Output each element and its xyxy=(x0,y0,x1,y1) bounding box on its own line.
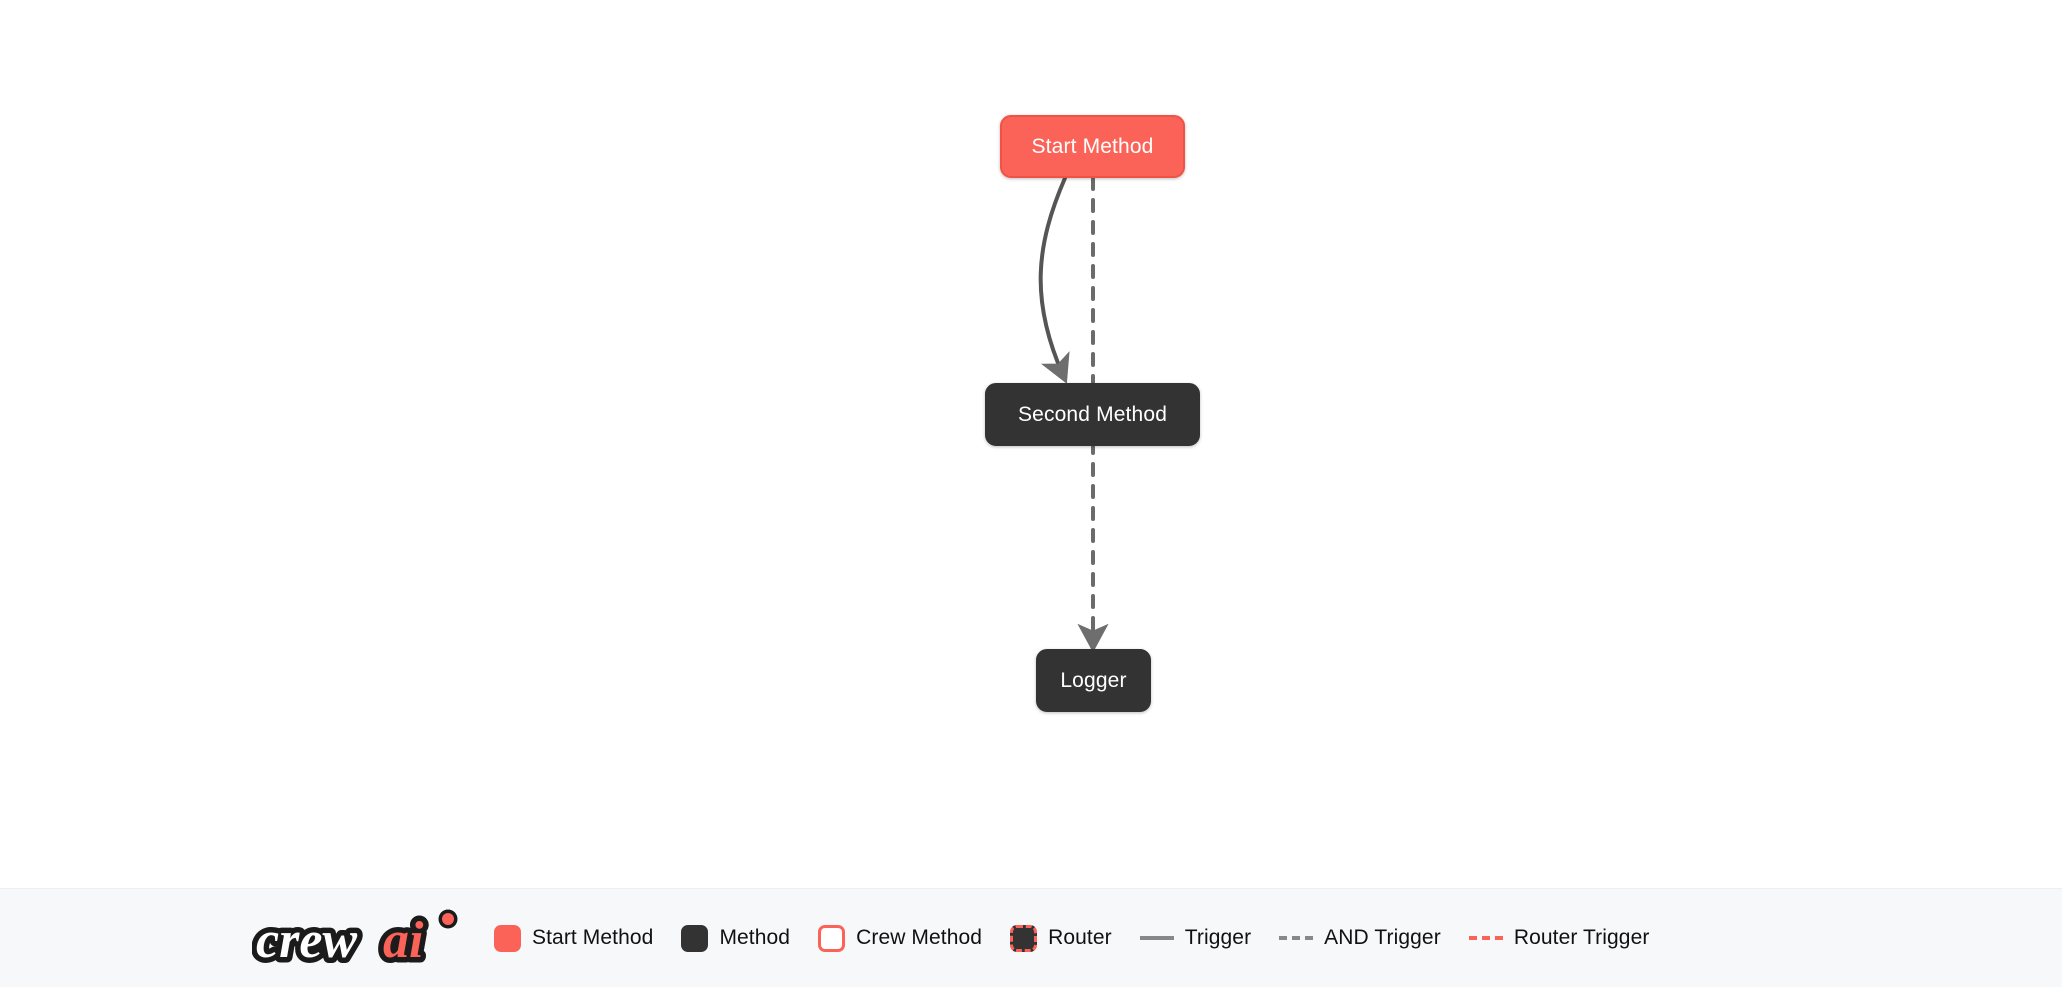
legend-item-router: Router xyxy=(1010,924,1112,952)
router-swatch-icon xyxy=(1010,924,1038,952)
flow-node-second-method[interactable]: Second Method xyxy=(985,383,1200,446)
start-method-swatch-icon xyxy=(494,924,521,952)
legend-label: Start Method xyxy=(532,926,654,949)
flow-canvas[interactable]: Start Method Second Method Logger xyxy=(0,0,2062,888)
crewai-logo: crew ai crew ai xyxy=(252,907,458,971)
logo-dot xyxy=(442,913,454,925)
edge-trigger-start-second[interactable] xyxy=(1038,176,1070,384)
legend-item-and-trigger: AND Trigger xyxy=(1279,926,1441,950)
logo-outline: crew xyxy=(256,912,357,969)
flow-node-label: Second Method xyxy=(1017,402,1168,426)
legend-container: crew ai crew ai Start Method Method xyxy=(252,905,1677,972)
legend-item-crew-method: Crew Method xyxy=(818,924,983,952)
and-trigger-line-icon xyxy=(1279,936,1314,940)
legend-item-trigger: Trigger xyxy=(1139,926,1252,950)
logo-outline-accent: ai xyxy=(383,912,424,969)
legend-item-method: Method xyxy=(681,924,791,952)
logo-text-accent: ai xyxy=(383,912,424,969)
flow-node-start-method[interactable]: Start Method xyxy=(1000,115,1185,178)
legend-label: Router Trigger xyxy=(1513,926,1650,949)
legend-label: Method xyxy=(719,926,791,949)
flow-node-label: Logger xyxy=(1060,668,1127,692)
legend-label: Crew Method xyxy=(856,926,983,949)
flow-node-logger[interactable]: Logger xyxy=(1036,649,1151,712)
legend-label: Router xyxy=(1048,926,1112,949)
router-trigger-line-icon xyxy=(1468,936,1503,940)
legend-item-router-trigger: Router Trigger xyxy=(1468,926,1650,950)
crew-method-swatch-icon xyxy=(818,924,846,952)
legend-label: AND Trigger xyxy=(1324,926,1441,949)
legend-footer: crew ai crew ai Start Method Method xyxy=(0,888,2062,987)
legend-label: Trigger xyxy=(1184,926,1252,949)
method-swatch-icon xyxy=(681,924,709,952)
flow-node-label: Start Method xyxy=(1031,134,1154,158)
logo-text-primary: crew xyxy=(256,912,357,969)
trigger-line-icon xyxy=(1139,936,1174,940)
legend-item-start-method: Start Method xyxy=(494,924,654,952)
